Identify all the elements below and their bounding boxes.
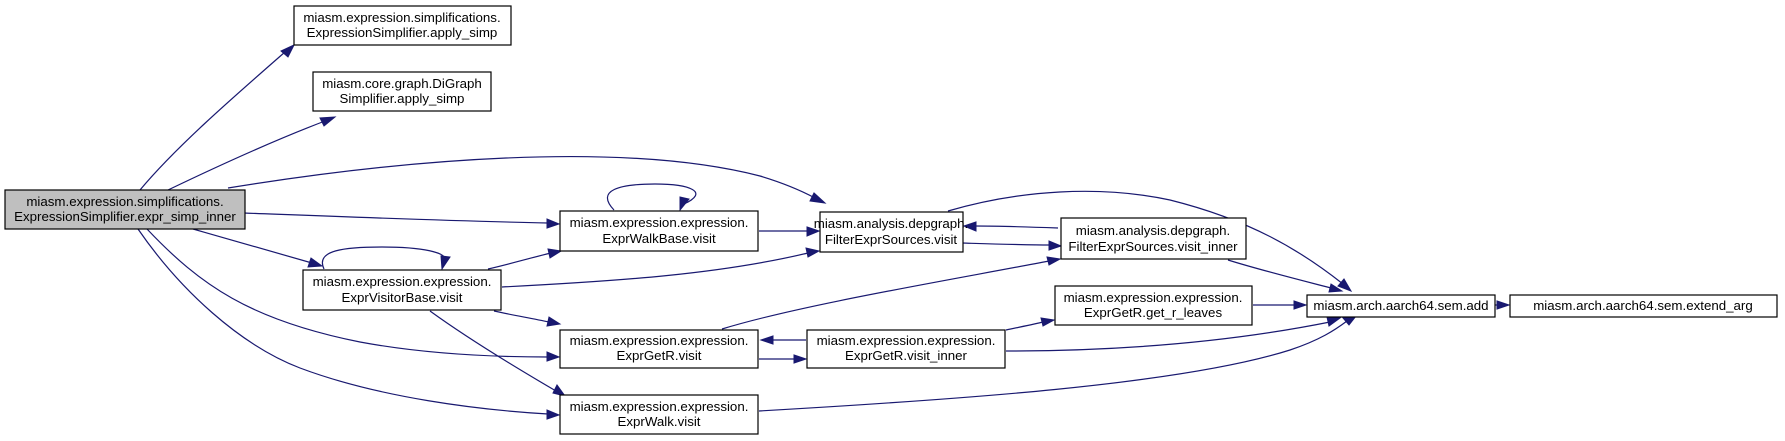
edge-visitorbase-to-getr-visit — [493, 310, 562, 327]
node-expr-get-r-visit-inner-line-2: ExprGetR.visit_inner — [845, 348, 968, 363]
edge-root-to-apply-simp — [139, 43, 296, 191]
node-expr-get-r-visit-inner[interactable]: miasm.expression.expression. ExprGetR.vi… — [806, 329, 1006, 369]
node-expression-simplifier-apply-simp-line-2: ExpressionSimplifier.apply_simp — [307, 25, 498, 40]
edge-visitorbase-to-walk-visit — [429, 310, 567, 397]
node-filter-expr-sources-visit-line-2: FilterExprSources.visit — [825, 232, 958, 247]
node-filter-expr-sources-visit[interactable]: miasm.analysis.depgraph. FilterExprSourc… — [814, 211, 968, 253]
node-filter-expr-sources-visit-line-1: miasm.analysis.depgraph. — [814, 216, 968, 231]
node-filter-expr-sources-visit-inner[interactable]: miasm.analysis.depgraph. FilterExprSourc… — [1060, 217, 1247, 260]
edge-root-to-digraph-apply-simp — [167, 116, 337, 191]
edge-walkbase-self-loop — [607, 183, 697, 212]
node-expr-walk-base-visit[interactable]: miasm.expression.expression. ExprWalkBas… — [559, 210, 759, 252]
node-expression-simplifier-apply-simp-line-1: miasm.expression.simplifications. — [303, 10, 500, 25]
edge-getr-to-filter-inner — [721, 256, 1062, 330]
edge-root-to-visitorbase-visit — [192, 228, 324, 268]
node-expr-walk-visit-line-2: ExprWalk.visit — [618, 414, 701, 429]
edge-get-r-leaves-to-aarch64-add — [1253, 300, 1308, 310]
node-aarch64-sem-extend-arg-line-1: miasm.arch.aarch64.sem.extend_arg — [1533, 298, 1753, 313]
node-expr-walk-visit-line-1: miasm.expression.expression. — [570, 399, 749, 414]
node-expression-simplifier-apply-simp[interactable]: miasm.expression.simplifications. Expres… — [293, 5, 512, 46]
edge-filter-inner-to-aarch64-add — [1227, 259, 1344, 293]
edge-root-to-filter-visit — [227, 155, 827, 204]
node-expr-get-r-visit[interactable]: miasm.expression.expression. ExprGetR.vi… — [559, 329, 759, 369]
node-filter-expr-sources-visit-inner-line-1: miasm.analysis.depgraph. — [1076, 223, 1230, 238]
edge-getr-to-getr-inner — [759, 354, 808, 364]
node-expr-visitor-base-visit-line-2: ExprVisitorBase.visit — [342, 290, 463, 305]
edge-root-to-walk-visit — [137, 228, 561, 420]
edge-walkbase-to-filter-visit — [759, 226, 821, 237]
edge-filter-inner-to-filter — [962, 221, 1059, 232]
node-expr-walk-visit[interactable]: miasm.expression.expression. ExprWalk.vi… — [559, 394, 759, 435]
edge-filter-to-filter-inner — [961, 240, 1063, 251]
node-expr-get-r-get-r-leaves-line-2: ExprGetR.get_r_leaves — [1084, 305, 1223, 320]
node-aarch64-sem-add-line-1: miasm.arch.aarch64.sem.add — [1313, 298, 1488, 313]
edge-getr-inner-to-getr — [759, 335, 806, 345]
edges-layer — [137, 43, 1511, 420]
node-aarch64-sem-add[interactable]: miasm.arch.aarch64.sem.add — [1306, 294, 1496, 318]
node-expr-walk-base-visit-line-2: ExprWalkBase.visit — [602, 231, 716, 246]
edge-visitorbase-self-loop — [321, 246, 451, 271]
node-aarch64-sem-extend-arg[interactable]: miasm.arch.aarch64.sem.extend_arg — [1509, 294, 1778, 318]
node-expr-get-r-get-r-leaves[interactable]: miasm.expression.expression. ExprGetR.ge… — [1054, 285, 1253, 326]
edge-visitorbase-to-walkbase-visit — [487, 248, 563, 270]
node-digraph-simplifier-apply-simp[interactable]: miasm.core.graph.DiGraph Simplifier.appl… — [312, 71, 492, 112]
edge-root-to-walkbase-visit — [243, 212, 561, 229]
edge-filter-to-aarch64-add — [947, 190, 1353, 292]
node-expr-get-r-visit-inner-line-1: miasm.expression.expression. — [817, 333, 996, 348]
node-digraph-simplifier-apply-simp-line-1: miasm.core.graph.DiGraph — [322, 76, 482, 91]
node-expr-walk-base-visit-line-1: miasm.expression.expression. — [570, 215, 749, 230]
node-expr-get-r-visit-line-1: miasm.expression.expression. — [570, 333, 749, 348]
nodes-layer: miasm.expression.simplifications. Expres… — [4, 5, 1778, 435]
node-digraph-simplifier-apply-simp-line-2: Simplifier.apply_simp — [340, 91, 465, 106]
edge-visitorbase-to-filter-visit — [501, 247, 821, 288]
node-expr-visitor-base-visit-line-1: miasm.expression.expression. — [313, 274, 492, 289]
node-filter-expr-sources-visit-inner-line-2: FilterExprSources.visit_inner — [1068, 239, 1238, 254]
node-expr-simp-inner[interactable]: miasm.expression.simplifications. Expres… — [4, 189, 246, 230]
node-expr-simp-inner-line-1: miasm.expression.simplifications. — [26, 194, 223, 209]
node-expr-get-r-visit-line-2: ExprGetR.visit — [617, 348, 702, 363]
node-expr-simp-inner-line-2: ExpressionSimplifier.expr_simp_inner — [14, 209, 236, 224]
node-expr-visitor-base-visit[interactable]: miasm.expression.expression. ExprVisitor… — [302, 269, 502, 311]
edge-getr-inner-to-get-r-leaves — [1005, 317, 1056, 331]
node-expr-get-r-get-r-leaves-line-1: miasm.expression.expression. — [1064, 290, 1243, 305]
edge-root-to-getr-visit — [146, 228, 561, 362]
